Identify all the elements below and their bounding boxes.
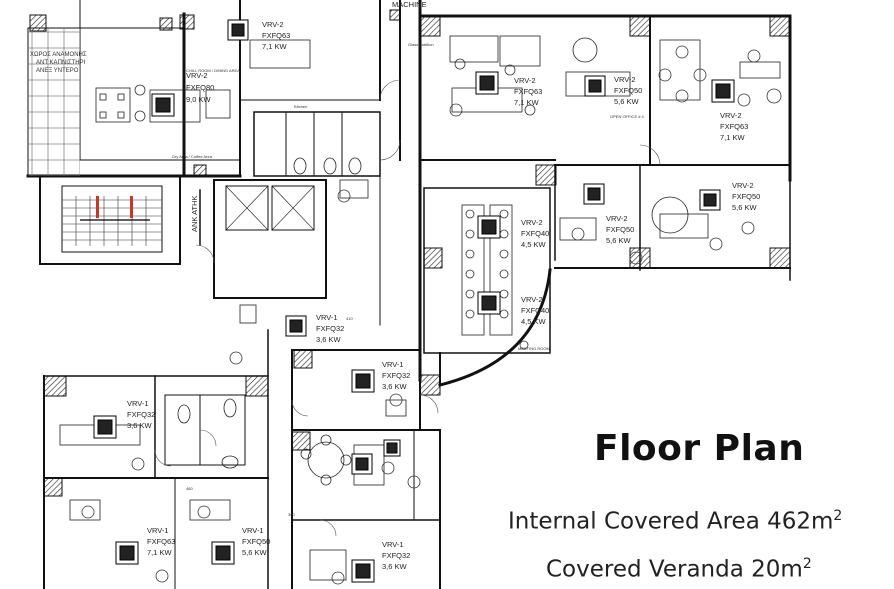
internal-area-text: Internal Covered Area 462m2	[508, 508, 842, 535]
ac-cassette-u16	[351, 453, 373, 475]
ac-label-model: FXFQ80	[186, 83, 214, 92]
ac-label-power: 3,6 KW	[382, 382, 408, 391]
meeting-room-label: MEETING ROOM	[518, 346, 550, 351]
dry-area-label: Dry Area / Coffee Area	[172, 154, 213, 159]
walls	[26, 0, 792, 589]
ac-label-power: 5,6 KW	[614, 97, 640, 106]
ac-label-power: 7,1 KW	[720, 133, 746, 142]
ac-cassette-u14	[211, 541, 235, 565]
ac-cassette-u15	[351, 559, 375, 583]
ac-label-model: FXFQ50	[242, 537, 270, 546]
ac-label-power: 4,5 KW	[521, 317, 547, 326]
ac-cassette-u8	[583, 183, 605, 205]
ac-label-model: FXFQ63	[720, 122, 748, 131]
ac-label-system: VRV-1	[127, 399, 149, 408]
ac-label-model: FXFQ50	[606, 225, 634, 234]
ac-label-model: FXFQ40	[521, 229, 549, 238]
internal-area-unit-sup: 2	[833, 508, 843, 524]
kitchen-label: Kitchen	[294, 104, 307, 109]
ac-label-system: VRV-1	[382, 540, 404, 549]
plan-title: Floor Plan	[594, 428, 805, 469]
ac-label-system: VRV-2	[732, 181, 754, 190]
ac-cassette-u11	[351, 369, 375, 393]
ac-label-system: VRV-2	[614, 75, 636, 84]
stair-direction-arrows	[96, 196, 133, 218]
open-office-label: OPEN OFFICE # 4	[610, 114, 645, 119]
greek-label: ΑΝΤ ΚΑΠΝΙΣΤΗΡΙ	[36, 60, 86, 66]
ac-label-power: 4,5 KW	[521, 240, 547, 249]
ac-cassettes	[93, 19, 735, 583]
ac-cassette-u7	[477, 215, 501, 239]
ac-label-model: FXFQ63	[147, 537, 175, 546]
ac-label-model: FXFQ40	[521, 306, 549, 315]
ac-label-power: 5,6 KW	[732, 203, 758, 212]
ac-label-system: VRV-1	[382, 360, 404, 369]
greek-label: ΑΝΕΞ ΥΝΤΕΡΟ	[36, 68, 79, 74]
ac-labels: VRV-2 FXFQ63 7,1 KW VRV-2 FXFQ80 9,0 KW …	[127, 20, 760, 571]
ac-label-system: VRV-2	[720, 111, 742, 120]
chairs	[81, 45, 782, 585]
ac-label-model: FXFQ63	[262, 31, 290, 40]
structural-columns	[29, 9, 791, 497]
ac-cassette-u13	[115, 541, 139, 565]
staircase	[62, 196, 162, 246]
room-labels: MACHINE ΧΩΡΟΣ ΑΝΑΜΟΝΗΣ ΑΝΤ ΚΑΠΝΙΣΤΗΡΙ ΑΝ…	[30, 0, 645, 517]
dim-label: 460	[186, 486, 193, 491]
veranda-area-text: Covered Veranda 20m2	[546, 556, 812, 583]
greek-label: ΧΩΡΟΣ ΑΝΑΜΟΝΗΣ	[30, 52, 87, 58]
chill-room-label: CHILL ROOM / DINING AREA	[186, 68, 240, 73]
ac-label-system: VRV-1	[147, 526, 169, 535]
ac-cassette-u10	[285, 315, 307, 337]
ac-label-model: FXFQ32	[127, 410, 155, 419]
ac-label-system: VRV-2	[262, 20, 284, 29]
veranda-tiles	[28, 28, 80, 176]
ac-label-system: VRV-1	[316, 313, 338, 322]
machine-label: MACHINE	[392, 0, 427, 9]
ac-cassette-u17	[383, 439, 401, 457]
ac-cassette-u4	[584, 75, 606, 97]
ac-label-model: FXFQ32	[316, 324, 344, 333]
furniture	[59, 35, 781, 581]
ac-label-model: FXFQ63	[514, 87, 542, 96]
ac-label-power: 7,1 KW	[147, 548, 173, 557]
ac-cassette-u5	[711, 79, 735, 103]
ac-label-power: 5,6 KW	[606, 236, 632, 245]
ac-label-power: 7,1 KW	[262, 42, 288, 51]
glass-partition-label: Glass partition	[408, 42, 434, 47]
lift-label: ΑΝΚ ΑΤΗΚ	[190, 195, 199, 232]
ac-label-power: 7,1 KW	[514, 98, 540, 107]
dim-label: 410	[346, 316, 353, 321]
ac-cassette-u9	[477, 291, 501, 315]
ac-label-power: 3,6 KW	[316, 335, 342, 344]
ac-label-model: FXFQ50	[614, 86, 642, 95]
ac-cassette-u2	[151, 93, 175, 117]
ac-label-system: VRV-2	[606, 214, 628, 223]
dim-label: 300	[288, 512, 295, 517]
veranda-area-unit-sup: 2	[802, 556, 812, 572]
ac-cassette-u1	[227, 19, 249, 41]
door-swings	[154, 79, 661, 537]
ac-label-power: 3,6 KW	[382, 562, 408, 571]
veranda-area-label: Covered Veranda 20m	[546, 556, 803, 583]
internal-area-label: Internal Covered Area 462m	[508, 508, 834, 535]
ac-label-system: VRV-1	[242, 526, 264, 535]
ac-label-system: VRV-2	[514, 76, 536, 85]
ac-cassette-u6	[699, 189, 721, 211]
ac-label-system: VRV-2	[186, 71, 208, 80]
ac-cassette-u3	[475, 71, 499, 95]
ac-label-model: FXFQ50	[732, 192, 760, 201]
ac-label-power: 9,0 KW	[186, 95, 212, 104]
ac-cassette-u12	[93, 415, 117, 439]
ac-label-system: VRV-2	[521, 218, 543, 227]
ac-label-model: FXFQ32	[382, 551, 410, 560]
ac-label-power: 5,6 KW	[242, 548, 268, 557]
ac-label-system: VRV-2	[521, 295, 543, 304]
ac-label-power: 3,6 KW	[127, 421, 153, 430]
ac-label-model: FXFQ32	[382, 371, 410, 380]
